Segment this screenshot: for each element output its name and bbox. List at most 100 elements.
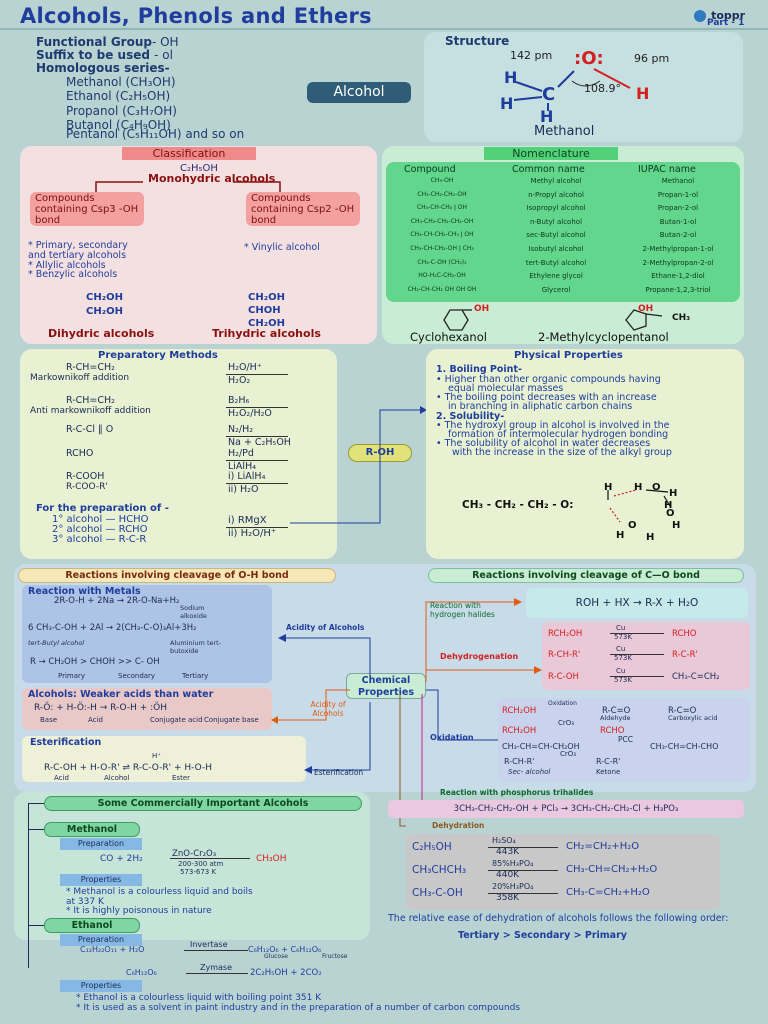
pcl3-eq: 3CH₃-CH₂-CH₂-OH + PCl₃ → 3CH₃-CH₂-CH₂-Cl… (388, 800, 744, 818)
eth-eq1-left: C₁₂H₂₂O₁₁ + H₂O (80, 945, 145, 954)
series-item: Ethanol (C₂H₅OH) (66, 89, 171, 103)
table-cell: Ethylene glycol (529, 272, 583, 281)
h-atom: H (636, 84, 650, 103)
hbond-h: H (634, 482, 643, 493)
metals-label: Aluminium tert-butoxide (170, 639, 222, 655)
dehydro-temp: 573K (614, 633, 632, 641)
h-atom: H (500, 94, 514, 113)
dehydro-temp: 573K (614, 654, 632, 662)
sol-text: The solubility of alcohol in water decre… (444, 438, 651, 449)
structure-panel (424, 32, 743, 142)
dehyd-cat: 85%H₃PO₄ (492, 859, 534, 868)
table-cell: Isopropyl alcohol (526, 204, 586, 213)
prep-reactant: R-CH=CH₂ (66, 395, 115, 406)
eth-eq1-right: C₆H₁₂O₆ + C₆H₁₂O₆ (248, 945, 322, 954)
metals-eq2: 6 CH₃-C-OH + 2Al → 2(CH₃-C-O)₃Al+3H₂ (28, 623, 197, 633)
eth-label: Fructose (322, 953, 348, 960)
dehyd-temp: 443K (496, 847, 520, 857)
eth-label: Glucose (264, 953, 288, 960)
acidity-side-label: Acidity of Alcohols (310, 700, 346, 718)
suffix-value: - ol (154, 48, 173, 62)
series-item: Butanol (C₄H₉OH) (66, 118, 171, 132)
ester-cat: H⁺ (152, 752, 161, 760)
table-cell: Propane-1,2,3-triol (645, 285, 711, 294)
ox1-right: R-C=O (668, 706, 697, 716)
h-atom: H (540, 107, 554, 126)
physical-title: Physical Properties (514, 350, 623, 361)
eth-eq2-cat: Zymase (200, 963, 232, 972)
series-item: Pentanol (C₅H₁₁OH) and so on (66, 127, 245, 141)
weak-acid-label: Conjugate base (204, 716, 259, 724)
methylcyclopentanol-ch3: CH₃ (672, 313, 691, 323)
table-header: Compound (404, 164, 456, 175)
dehydro-arrow (610, 633, 664, 634)
nomenclature-title: Nomenclature (484, 147, 618, 160)
dehydro-arrow (610, 654, 664, 655)
hbond-o: O (666, 508, 675, 519)
sol-text: The hydroxyl group in alcohol is involve… (444, 420, 670, 431)
bp-title: 1. Boiling Point- (436, 364, 522, 375)
weak-acid-label: Base (40, 716, 58, 724)
dehydration-panel (406, 834, 720, 910)
methanol-title: Methanol (44, 822, 140, 837)
metals-panel (22, 585, 272, 683)
cyclohexanol-oh: OH (474, 304, 490, 314)
prep-reactant: R-CH=CH₂ (66, 362, 115, 373)
dihydric-line: CH₂OH (86, 306, 123, 317)
prep-arrow (226, 374, 288, 375)
prep-arrow (226, 460, 288, 461)
dehyd-left: CH₃-C-OH (412, 887, 463, 899)
dehyd-arrow (488, 847, 558, 848)
prep-reagent-top: H₂O/H⁺ (228, 362, 262, 373)
weak-acid-panel (22, 688, 272, 730)
meth-prop-line: at 337 K (66, 897, 104, 907)
prep-arrow (226, 436, 288, 437)
grignard-bottom: ii) H₂O/H⁺ (228, 528, 277, 539)
co-cleavage-title: Reactions involving cleavage of C—O bond (428, 568, 744, 583)
prep-reagent-top: B₂H₆ (228, 395, 250, 406)
table-cell: 2-Methylpropan-1-ol (642, 245, 714, 253)
h-atom: H (504, 68, 518, 87)
dehydro-right: R-C-R' (672, 650, 698, 660)
acidity-label: Primary (58, 672, 86, 680)
ester-label: Ester (172, 774, 190, 782)
title-rule (0, 28, 768, 30)
sp3-tail: sp3 -OH bond (35, 204, 139, 226)
prep-title: Preparatory Methods (98, 350, 218, 361)
metals-label: tert-Butyl alcohol (28, 639, 85, 647)
cyclohexanol-icon (443, 309, 472, 331)
meth-right: CH₃OH (256, 854, 287, 864)
chemical-properties-badge: Chemical Properties (346, 673, 426, 699)
metals-eq1-label: Sodium alkoxide (180, 604, 207, 620)
dehydro-right: RCHO (672, 629, 697, 639)
suffix: Suffix to be used - ol (36, 48, 173, 62)
hbond-h: H (604, 482, 613, 493)
prep-connector (290, 406, 427, 524)
dehydro-cat: Cu (616, 667, 626, 675)
tree-branch (28, 803, 44, 804)
table-cell: Propan-1-ol (657, 190, 699, 199)
dehyd-right: CH₂=CH₂+H₂O (566, 841, 640, 852)
bp-text: Higher than other organic compounds havi… (444, 374, 661, 385)
oh-cleavage-title: Reactions involving cleavage of O-H bond (18, 568, 336, 583)
methylcyclopentanol-oh: OH (638, 304, 654, 314)
prep-reagent-bottom: LiAlH₄ (228, 461, 257, 472)
eth-eq2-left: C₆H₁₂O₆ (126, 968, 157, 977)
bp-line: • Higher than other organic compounds ha… (436, 374, 661, 385)
commercial-panel (14, 792, 370, 940)
meth-props-label: Properties (60, 874, 142, 886)
ox4-left: R-CH-R' (504, 757, 535, 766)
tree-branch (28, 925, 44, 926)
weak-acid-title: Alcohols: Weaker acids than water (28, 689, 214, 700)
sp2-box: Compounds containing Csp2 -OH bond (246, 192, 360, 226)
sol-line: formation of intermolecular hydrogen bon… (448, 429, 669, 440)
dehyd-temp: 440K (496, 870, 520, 880)
acidity-label: Secondary (118, 672, 156, 680)
methylcyclopentanol-icon (625, 309, 663, 331)
ox4-label: Sec- alcohol (508, 768, 551, 776)
ester-label: Alcohol (104, 774, 130, 782)
dehydro-left: RCH₂OH (548, 629, 583, 639)
grignard-top: i) RMgX (228, 515, 267, 526)
trihydric-label: Trihydric alcohols (212, 327, 321, 340)
class-list-item: * Primary, secondary (28, 240, 128, 251)
